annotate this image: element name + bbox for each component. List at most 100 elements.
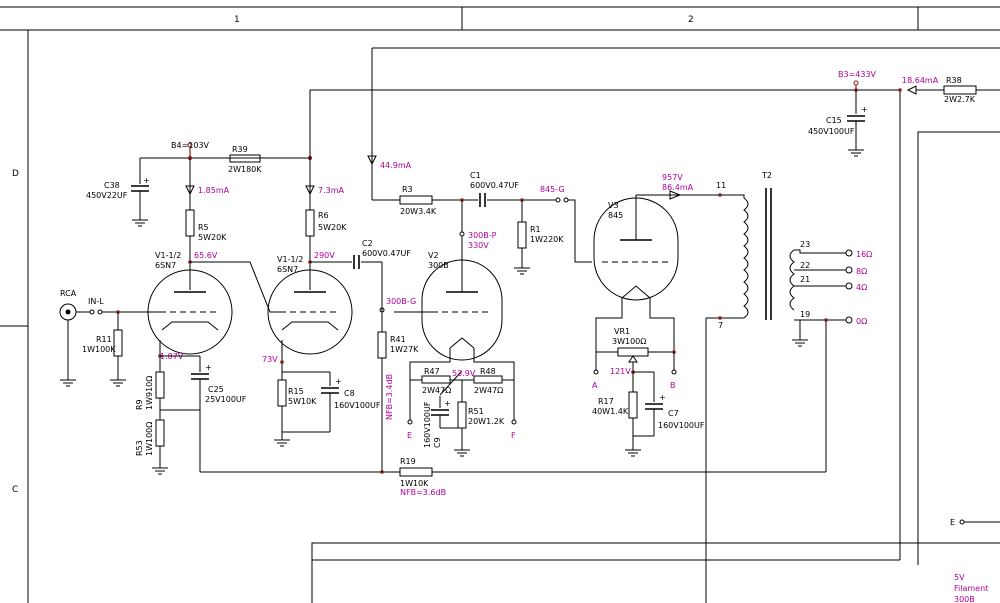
resistor-r19: R19 1W10K NFB=3.6dB <box>399 320 827 497</box>
pin-11: 11 <box>716 181 726 190</box>
r41-value: 1W27K <box>390 345 419 354</box>
c7-ref: C7 <box>668 409 679 418</box>
c2-value: 600V0.47UF <box>362 249 411 258</box>
c38-value: 450V22UF <box>86 191 128 200</box>
pin-7: 7 <box>718 321 723 330</box>
r47-value: 2W47Ω <box>422 386 451 395</box>
t2-label: T2 <box>761 171 772 180</box>
v-121-label: 121V <box>610 367 631 376</box>
c2-ref: C2 <box>362 239 373 248</box>
r19-value: 1W10K <box>400 479 429 488</box>
r6-ref: R6 <box>318 211 329 220</box>
v3-type: 845 <box>608 211 623 220</box>
tag-e-right: E <box>950 518 955 527</box>
svg-text:+: + <box>444 399 451 408</box>
r11-value: 1W100K <box>82 345 116 354</box>
fil-label: Filament <box>954 584 988 593</box>
b3-label: B3=433V <box>838 70 877 79</box>
pin-19: 19 <box>800 310 810 319</box>
r38-value: 2W2.7K <box>944 95 976 104</box>
svg-text:+: + <box>143 176 150 185</box>
c7-value: 160V100UF <box>658 421 705 430</box>
c8-ref: C8 <box>344 389 355 398</box>
c9-ref: C9 <box>433 437 442 448</box>
pin-21: 21 <box>800 275 810 284</box>
v-290-label: 290V <box>314 251 335 260</box>
pin-22: 22 <box>800 261 810 270</box>
v1a-type: 6SN7 <box>155 261 176 270</box>
v1a-ref: V1-1/2 <box>155 251 181 260</box>
r9-value: 1W910Ω <box>145 376 154 410</box>
r47-ref: R47 <box>424 367 440 376</box>
transformer-t2: T2 11 7 <box>705 171 795 603</box>
v-539-label: 53.9V <box>452 369 476 378</box>
c25-ref: C25 <box>208 385 224 394</box>
v1b-cathode-network: 73V R15 5W10K + C8 160V100UF <box>262 340 381 447</box>
c15-value: 450V100UF <box>808 127 855 136</box>
c1-value: 600V0.47UF <box>470 181 519 190</box>
tag-e: E <box>407 431 412 440</box>
resistor-r3: 44.9mA R3 20W3.4K <box>367 47 1000 216</box>
v1b-ref: V1-1/2 <box>277 255 303 264</box>
row-label-d: D <box>12 169 19 179</box>
resistor-r1: R1 1W220K <box>514 200 564 275</box>
v2-type: 300B <box>428 261 449 270</box>
capacitor-c2: C2 600V0.47UF <box>310 239 411 312</box>
col-label-1: 1 <box>234 15 240 25</box>
v2-filament-network: R47 2W47Ω 53.9V R48 2W47Ω E F R51 20W1.2… <box>407 348 517 457</box>
svg-text:+: + <box>335 377 342 386</box>
r3-value: 20W3.4K <box>400 207 437 216</box>
v1b-type: 6SN7 <box>277 265 298 274</box>
out-8-ohm: 8Ω <box>856 267 867 276</box>
tube-v1b: V1-1/2 6SN7 <box>267 255 353 355</box>
r15-value: 5W10K <box>288 397 317 406</box>
r41-ref: R41 <box>390 335 406 344</box>
r5-value: 5W20K <box>198 233 227 242</box>
v-73-label: 73V <box>262 355 278 364</box>
resistor-r5: 1.85mA R5 5W20K 65.6V <box>185 158 230 290</box>
r38-ref: R38 <box>946 76 962 85</box>
v-656-label: 65.6V <box>194 251 218 260</box>
in-l-label: IN-L <box>88 297 104 306</box>
i-449-label: 44.9mA <box>380 161 412 170</box>
rca-input: RCA IN-L <box>59 289 162 387</box>
r1-value: 1W220K <box>530 235 564 244</box>
r48-value: 2W47Ω <box>474 386 503 395</box>
r39-ref: R39 <box>232 145 248 154</box>
resistor-r11: R11 1W100K <box>82 312 126 387</box>
r51-ref: R51 <box>468 407 484 416</box>
r53-ref: R53 <box>135 440 144 456</box>
t2-outputs: 23 22 21 19 16Ω 8Ω 4Ω 0Ω <box>792 240 872 347</box>
fil-voltage: 5V <box>954 573 965 582</box>
r19-ref: R19 <box>400 457 416 466</box>
tag-f: F <box>511 431 516 440</box>
v1a-cathode-network: 1.87V R9 1W910Ω R53 1W100Ω + C25 25V100U… <box>135 340 247 475</box>
v-330-label: 330V <box>468 241 489 250</box>
c38-ref: C38 <box>104 181 120 190</box>
resistor-r41: 300B-G R41 1W27K NFB=3.4dB <box>377 297 419 472</box>
resistor-r6: 7.3mA R6 5W20K 290V <box>305 90 347 290</box>
tag-300b-p: 300B-P <box>468 231 497 240</box>
row-label-c: C <box>12 485 18 495</box>
tube-v2-300b: 300B-P 330V V2 300B <box>394 200 503 361</box>
i-1864-label: 18.64mA <box>902 76 939 85</box>
r11-ref: R11 <box>96 335 112 344</box>
col-label-2: 2 <box>688 15 694 25</box>
svg-text:+: + <box>205 363 212 372</box>
r39-value: 2W180K <box>228 165 262 174</box>
c1-ref: C1 <box>470 171 481 180</box>
tube-v3-845: V3 845 957V 86.4mA <box>593 173 720 352</box>
filament-supply-box: E 5V Filament 300B <box>311 131 1000 603</box>
out-4-ohm: 4Ω <box>856 283 867 292</box>
r9-ref: R9 <box>135 399 144 410</box>
v-957-label: 957V <box>662 173 683 182</box>
v3-cathode-network: VR1 3W100Ω A B 121V R17 40W1.4K + C7 160… <box>592 327 705 457</box>
r3-ref: R3 <box>402 185 413 194</box>
tag-300b-g: 300B-G <box>386 297 416 306</box>
r15-ref: R15 <box>288 387 304 396</box>
r48-ref: R48 <box>480 367 496 376</box>
tag-a: A <box>592 381 598 390</box>
b4-label: B4=103V <box>171 141 210 150</box>
nfb34-label: NFB=3.4dB <box>385 374 394 420</box>
